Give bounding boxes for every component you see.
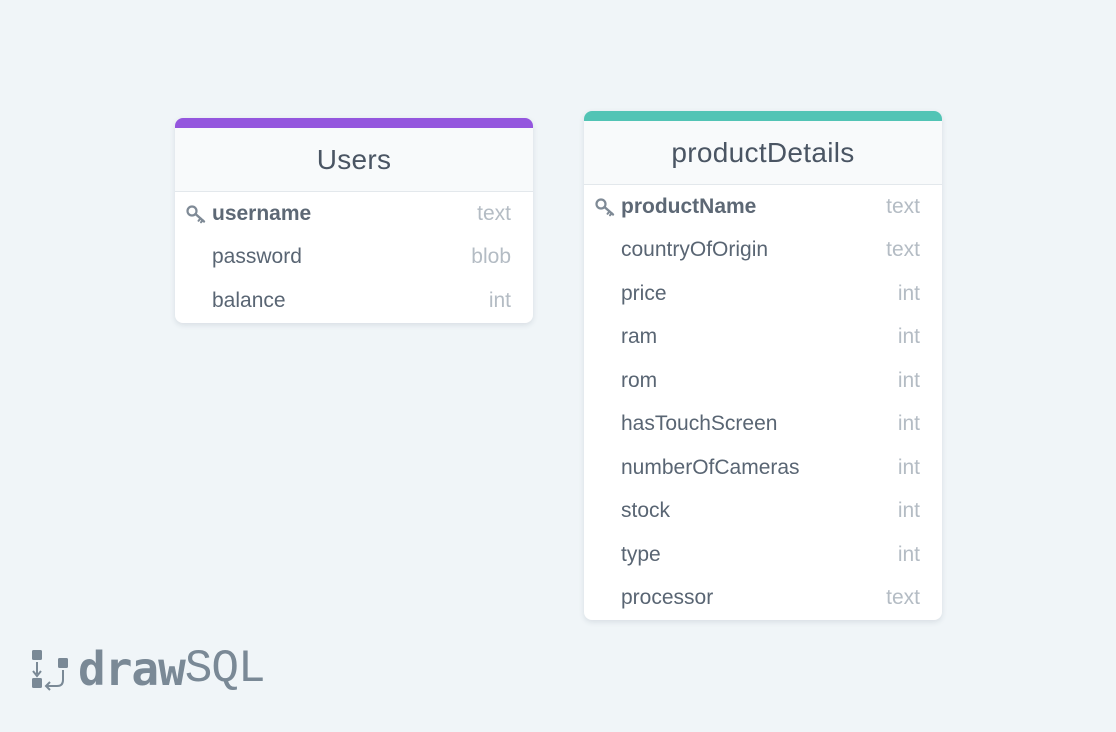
column-row-countryoforigin[interactable]: countryOfOrigin text <box>584 229 942 273</box>
column-type: int <box>897 412 920 436</box>
column-type: int <box>897 455 920 479</box>
column-name: countryOfOrigin <box>621 238 769 262</box>
column-type: int <box>488 288 511 312</box>
column-type: int <box>897 368 920 392</box>
column-row-price[interactable]: price int <box>584 272 942 316</box>
table-title[interactable]: productDetails <box>584 121 942 185</box>
column-name: numberOfCameras <box>621 455 800 479</box>
column-type: int <box>897 499 920 523</box>
column-name: balance <box>212 288 286 312</box>
logo-word-sql: SQL <box>184 643 266 695</box>
column-list: productName text countryOfOrigin text price i… <box>584 185 942 620</box>
column-row-productname[interactable]: productName text <box>584 185 942 229</box>
column-name: productName <box>621 194 757 218</box>
drawsql-logo-icon <box>32 650 68 691</box>
column-type: text <box>886 194 920 218</box>
column-type: int <box>897 542 920 566</box>
column-row-hastouchscreen[interactable]: hasTouchScreen int <box>584 403 942 447</box>
column-row-processor[interactable]: processor text <box>584 577 942 621</box>
column-row-username[interactable]: username text <box>175 192 533 236</box>
column-name: password <box>212 245 302 269</box>
column-name: price <box>621 281 667 305</box>
column-row-stock[interactable]: stock int <box>584 490 942 534</box>
column-row-password[interactable]: password blob <box>175 236 533 280</box>
primary-key-icon <box>594 196 616 218</box>
column-row-numberofcameras[interactable]: numberOfCameras int <box>584 446 942 490</box>
column-type: blob <box>471 245 511 269</box>
table-accent-bar <box>584 111 942 121</box>
column-type: text <box>886 586 920 610</box>
primary-key-icon <box>185 203 207 225</box>
table-users[interactable]: Users username text password blob balance int <box>175 118 533 323</box>
column-row-balance[interactable]: balance int <box>175 279 533 323</box>
column-name: type <box>621 542 661 566</box>
logo-word-draw: draw <box>78 642 186 696</box>
column-row-ram[interactable]: ram int <box>584 316 942 360</box>
column-type: int <box>897 325 920 349</box>
column-type: int <box>897 281 920 305</box>
column-name: processor <box>621 586 714 610</box>
column-type: text <box>477 201 511 225</box>
column-type: text <box>886 238 920 262</box>
table-accent-bar <box>175 118 533 128</box>
table-title[interactable]: Users <box>175 128 533 192</box>
column-name: hasTouchScreen <box>621 412 778 436</box>
column-name: rom <box>621 368 658 392</box>
column-list: username text password blob balance int <box>175 192 533 323</box>
column-row-rom[interactable]: rom int <box>584 359 942 403</box>
column-name: ram <box>621 325 658 349</box>
column-name: username <box>212 201 312 225</box>
column-name: stock <box>621 499 671 523</box>
column-row-type[interactable]: type int <box>584 533 942 577</box>
